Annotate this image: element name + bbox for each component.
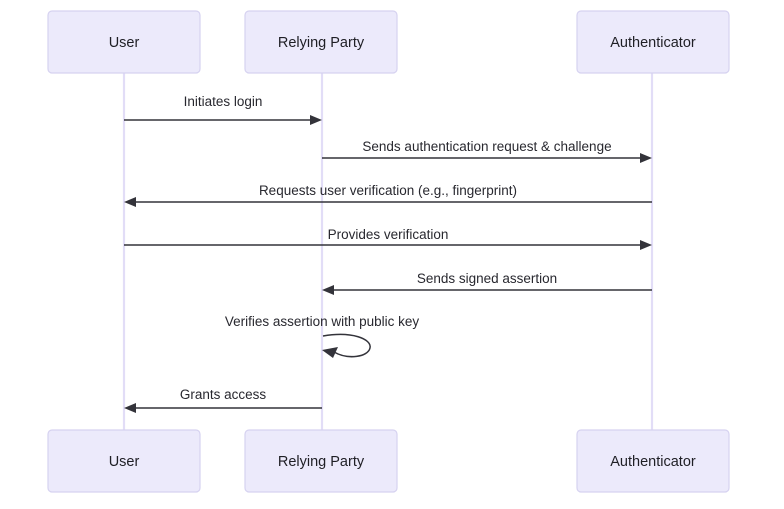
message-label-4: Provides verification	[328, 227, 449, 242]
lifelines	[122, 73, 654, 430]
actor-label-user-bottom: User	[109, 454, 140, 470]
message-label-5: Sends signed assertion	[417, 271, 557, 286]
actor-label-relying-party-bottom: Relying Party	[278, 454, 365, 470]
messages: Initiates login Sends authentication req…	[124, 94, 652, 413]
actor-box-rect	[47, 429, 201, 493]
actor-boxes-top: User Relying Party Authenticator	[47, 10, 730, 74]
arrow-head-right-1	[310, 115, 322, 125]
message-verifies-assertion-self-loop[interactable]: Verifies assertion with public key	[225, 314, 420, 358]
actor-box-rect	[576, 429, 730, 493]
arrow-head-right-2	[640, 153, 652, 163]
message-label-6: Verifies assertion with public key	[225, 314, 420, 329]
actor-box-relying-party-top[interactable]: Relying Party	[244, 10, 398, 74]
arrow-head-left-7	[124, 403, 136, 413]
actor-box-authenticator-top[interactable]: Authenticator	[576, 10, 730, 74]
actor-box-user-top[interactable]: User	[47, 10, 201, 74]
arrow-head-right-4	[640, 240, 652, 250]
actor-box-rect	[47, 10, 201, 74]
message-provides-verification[interactable]: Provides verification	[124, 227, 652, 250]
actor-box-user-bottom[interactable]: User	[47, 429, 201, 493]
actor-label-authenticator-top: Authenticator	[610, 35, 696, 51]
arrow-head-left-5	[322, 285, 334, 295]
arrow-head-left-6	[322, 347, 338, 358]
message-label-2: Sends authentication request & challenge	[362, 139, 611, 154]
message-requests-user-verification[interactable]: Requests user verification (e.g., finger…	[124, 183, 652, 207]
message-initiates-login[interactable]: Initiates login	[124, 94, 322, 125]
actor-boxes-bottom: User Relying Party Authenticator	[47, 429, 730, 493]
actor-box-rect	[244, 429, 398, 493]
message-sends-authentication-request[interactable]: Sends authentication request & challenge	[322, 139, 652, 163]
message-label-3: Requests user verification (e.g., finger…	[259, 183, 517, 198]
actor-label-relying-party-top: Relying Party	[278, 35, 365, 51]
actor-box-authenticator-bottom[interactable]: Authenticator	[576, 429, 730, 493]
actor-label-user-top: User	[109, 35, 140, 51]
actor-label-authenticator-bottom: Authenticator	[610, 454, 696, 470]
actor-box-rect	[244, 10, 398, 74]
message-label-7: Grants access	[180, 387, 267, 402]
message-label-1: Initiates login	[184, 94, 263, 109]
message-grants-access[interactable]: Grants access	[124, 387, 322, 413]
message-sends-signed-assertion[interactable]: Sends signed assertion	[322, 271, 652, 295]
arrow-head-left-3	[124, 197, 136, 207]
actor-box-rect	[576, 10, 730, 74]
actor-box-relying-party-bottom[interactable]: Relying Party	[244, 429, 398, 493]
message-loop-path-6	[322, 333, 371, 358]
